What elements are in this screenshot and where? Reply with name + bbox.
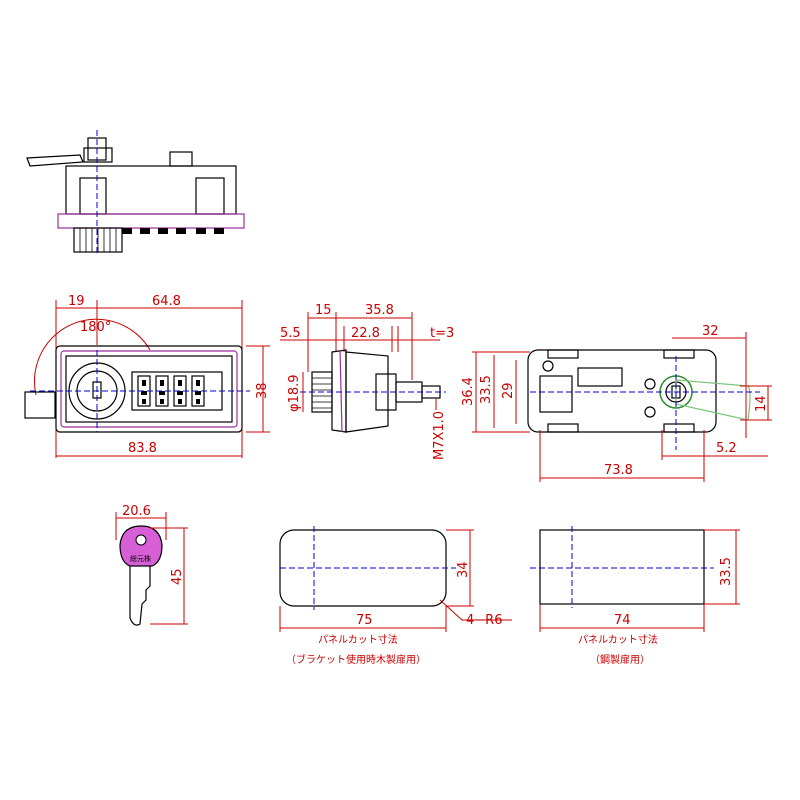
dim-45: 45 <box>170 568 185 585</box>
back-tab-bottom-right <box>663 423 695 433</box>
key-hole <box>135 534 147 546</box>
back-screw-top <box>644 378 656 390</box>
top-cam-washer <box>83 147 113 163</box>
dim-32: 32 <box>702 324 719 339</box>
dim-74: 74 <box>614 613 631 628</box>
top-cam-bar <box>26 154 84 167</box>
back-body <box>527 349 717 433</box>
dim-33-5-cut: 33.5 <box>719 557 734 586</box>
top-tab <box>169 151 193 167</box>
back-window <box>539 375 573 413</box>
key-view: 20.6 総元株 45 <box>115 504 188 626</box>
key-brand: 総元株 <box>130 554 151 563</box>
cut2-caption: パネルカット寸法 <box>578 633 658 646</box>
cut1-caption: パネルカット寸法 <box>318 633 398 646</box>
dim-64-8: 64.8 <box>152 294 181 309</box>
back-view: 32 36.4 33.5 29 14 5.2 73.8 <box>461 324 772 482</box>
front-body-outer <box>55 345 243 433</box>
front-view: 19 64.8 180° 38 83.8 <box>24 294 270 458</box>
dim-phi-18-9: φ18.9 <box>287 374 302 412</box>
back-tab-top-left <box>547 349 579 359</box>
dim-15: 15 <box>315 303 332 318</box>
dim-34: 34 <box>456 561 471 578</box>
top-flange <box>57 213 245 229</box>
back-tab-bottom-left <box>547 423 579 433</box>
dim-73-8: 73.8 <box>604 463 633 478</box>
top-view <box>26 130 245 256</box>
side-body <box>345 351 389 433</box>
back-screw-bottom <box>644 406 656 418</box>
cut1-caption-sub: （ブラケット使用時木製扉用） <box>286 653 426 666</box>
front-body-lens <box>60 350 238 428</box>
top-window-right <box>195 177 225 215</box>
key-head <box>119 525 163 567</box>
back-latch <box>577 367 623 387</box>
front-body-inner <box>65 355 233 423</box>
dim-14: 14 <box>754 395 769 412</box>
side-view: 15 35.8 5.5 22.8 t=3 φ18.9 M7X1.0 <box>280 303 454 460</box>
dim-19: 19 <box>68 294 85 309</box>
panel-cut-steel: 33.5 74 パネルカット寸法 （鋼製扉用） <box>530 526 740 666</box>
side-lens <box>339 349 343 433</box>
top-body <box>65 165 237 215</box>
dim-5-2: 5.2 <box>716 441 737 456</box>
dim-4-r6: 4−R6 <box>466 613 502 628</box>
dim-36-4: 36.4 <box>461 377 476 406</box>
panel-cut-wood: 34 75 4−R6 パネルカット寸法 （ブラケット使用時木製扉用） <box>279 526 512 666</box>
back-screw-left <box>542 360 554 372</box>
dim-20-6: 20.6 <box>122 504 151 519</box>
dim-5-5: 5.5 <box>280 326 301 341</box>
dim-33-5: 33.5 <box>479 375 494 404</box>
dim-75: 75 <box>356 613 373 628</box>
dim-83-8: 83.8 <box>128 441 157 456</box>
front-cam-bar <box>24 391 56 419</box>
key-blade <box>129 566 151 626</box>
dim-22-8: 22.8 <box>351 326 380 341</box>
cut2-caption-sub: （鋼製扉用） <box>590 653 650 666</box>
back-cam-arm <box>675 379 751 421</box>
cut2-outline <box>539 529 705 605</box>
side-flange <box>331 349 347 433</box>
dim-t3: t=3 <box>430 326 454 341</box>
dim-180: 180° <box>80 320 111 335</box>
top-window-left <box>79 177 107 215</box>
dim-29: 29 <box>501 382 516 399</box>
dim-38: 38 <box>255 382 270 399</box>
dim-35-8: 35.8 <box>365 303 394 318</box>
back-tab-top-right <box>663 349 695 359</box>
dim-m7: M7X1.0 <box>432 411 447 460</box>
